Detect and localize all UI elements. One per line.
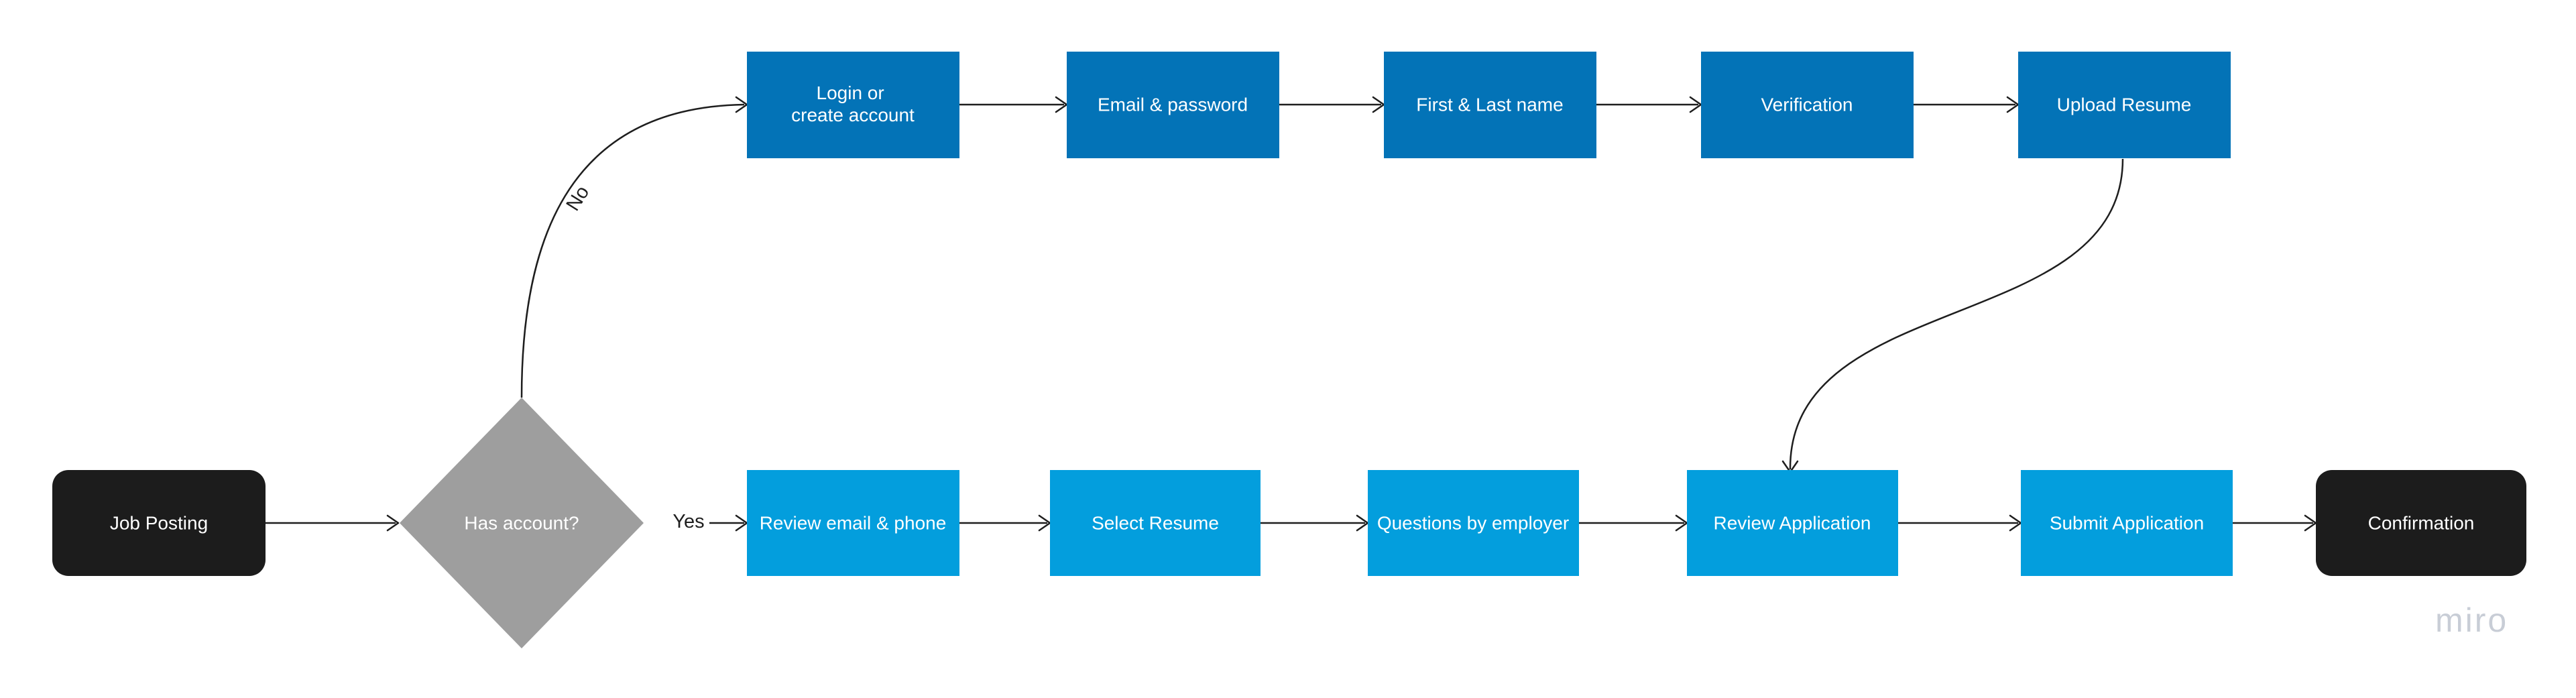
node-shape [2021,470,2233,576]
node-label: Email & password [1098,95,1248,115]
node-shape [1687,470,1898,576]
node-shape [1067,52,1279,158]
node-confirmation[interactable]: Confirmation [2316,470,2526,576]
node-label: Select Resume [1092,513,1219,534]
miro-watermark-logo: miro [2435,601,2509,639]
node-review-email-and-phone[interactable]: Review email & phone [747,470,959,576]
node-shape [1368,470,1579,576]
nodes: Job Posting Has account? Login or create… [52,52,2526,648]
node-first-and-last-name[interactable]: First & Last name [1384,52,1596,158]
edge-label-no: No [563,182,594,215]
arrowhead [386,514,400,532]
node-label: First & Last name [1416,95,1563,115]
edge-has-account-to-login [520,103,745,398]
node-email-and-password[interactable]: Email & password [1067,52,1279,158]
edge-label-yes-background [670,510,707,536]
node-questions-by-employer[interactable]: Questions by employer [1368,470,1579,576]
node-shape [747,52,959,158]
node-submit-application[interactable]: Submit Application [2021,470,2233,576]
node-label: Review Application [1713,513,1871,534]
node-shape [400,398,644,648]
node-upload-resume[interactable]: Upload Resume [2018,52,2231,158]
node-label: Verification [1761,95,1853,115]
node-label: Has account? [464,513,579,534]
node-label: Questions by employer [1377,513,1569,534]
node-has-account-decision[interactable]: Has account? [400,398,644,648]
node-label: Confirmation [2368,513,2475,534]
node-shape [747,470,959,576]
node-label-line-2: create account [791,105,915,125]
edges [266,96,2317,532]
node-label-line-1: Login or [817,82,884,103]
node-login-or-create-account[interactable]: Login or create account [747,52,959,158]
node-label: Submit Application [2050,513,2204,534]
node-label: Login or create account [791,82,915,125]
node-verification[interactable]: Verification [1701,52,1914,158]
node-shape [52,470,266,576]
node-label: Review email & phone [760,513,947,534]
node-shape [1384,52,1596,158]
node-job-posting[interactable]: Job Posting [52,470,266,576]
node-select-resume[interactable]: Select Resume [1050,470,1261,576]
edge-upload-to-review-application [1789,158,2124,470]
node-shape [1701,52,1914,158]
node-label: Upload Resume [2057,95,2192,115]
node-shape [1050,470,1261,576]
node-shape [2018,52,2231,158]
node-review-application[interactable]: Review Application [1687,470,1898,576]
node-shape [2316,470,2526,576]
node-label: Job Posting [110,513,208,534]
edge-label-yes: Yes [672,511,704,532]
